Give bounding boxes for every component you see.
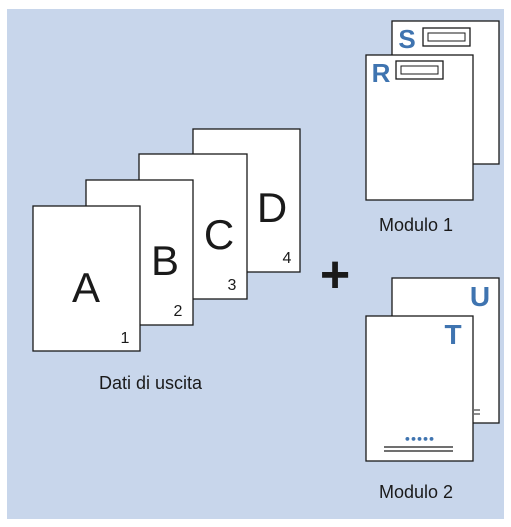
form1-front-box-icon — [395, 60, 444, 80]
plus-symbol: + — [320, 246, 350, 304]
output-data-caption: Dati di uscita — [99, 373, 203, 393]
page-c-number: 3 — [228, 277, 237, 294]
form2-back-letter: U — [470, 281, 490, 312]
page-a: A 1 — [32, 205, 141, 352]
form1-caption: Modulo 1 — [379, 215, 454, 235]
form1-front-page: R — [365, 54, 474, 201]
form2-dots: ••••• — [404, 433, 434, 446]
form1-back-box-icon — [422, 27, 471, 47]
form1-back-letter: S — [398, 24, 415, 54]
form1-front-letter: R — [372, 58, 391, 88]
page-b-number: 2 — [174, 303, 183, 320]
form2-caption: Modulo 2 — [379, 482, 454, 502]
page-d-number: 4 — [283, 250, 292, 267]
page-a-number: 1 — [121, 330, 130, 347]
form2-front-letter: T — [444, 319, 461, 350]
page-d-letter: D — [257, 184, 287, 231]
form2-front-page: T ••••• — [365, 315, 474, 462]
page-c-letter: C — [204, 211, 234, 258]
page-b-letter: B — [151, 237, 179, 284]
page-a-letter: A — [72, 264, 100, 311]
